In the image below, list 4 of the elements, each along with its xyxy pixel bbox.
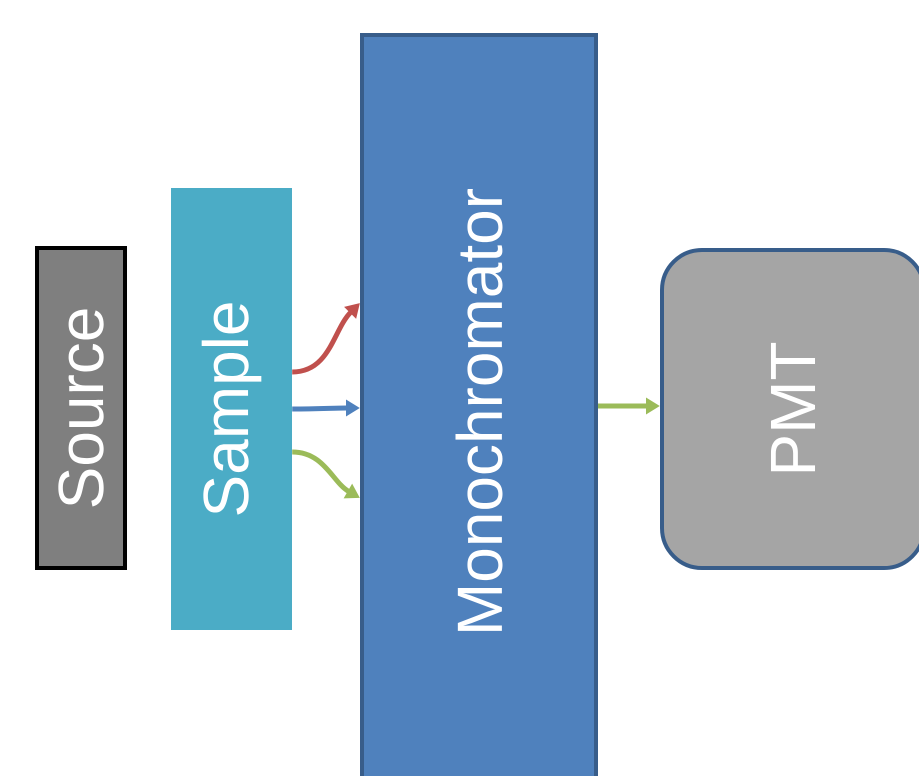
monochromator-box: Monochromator [360, 33, 598, 776]
pmt-box: PMT [660, 248, 919, 570]
sample-box: Sample [171, 188, 292, 630]
source-box: Source [35, 246, 127, 570]
